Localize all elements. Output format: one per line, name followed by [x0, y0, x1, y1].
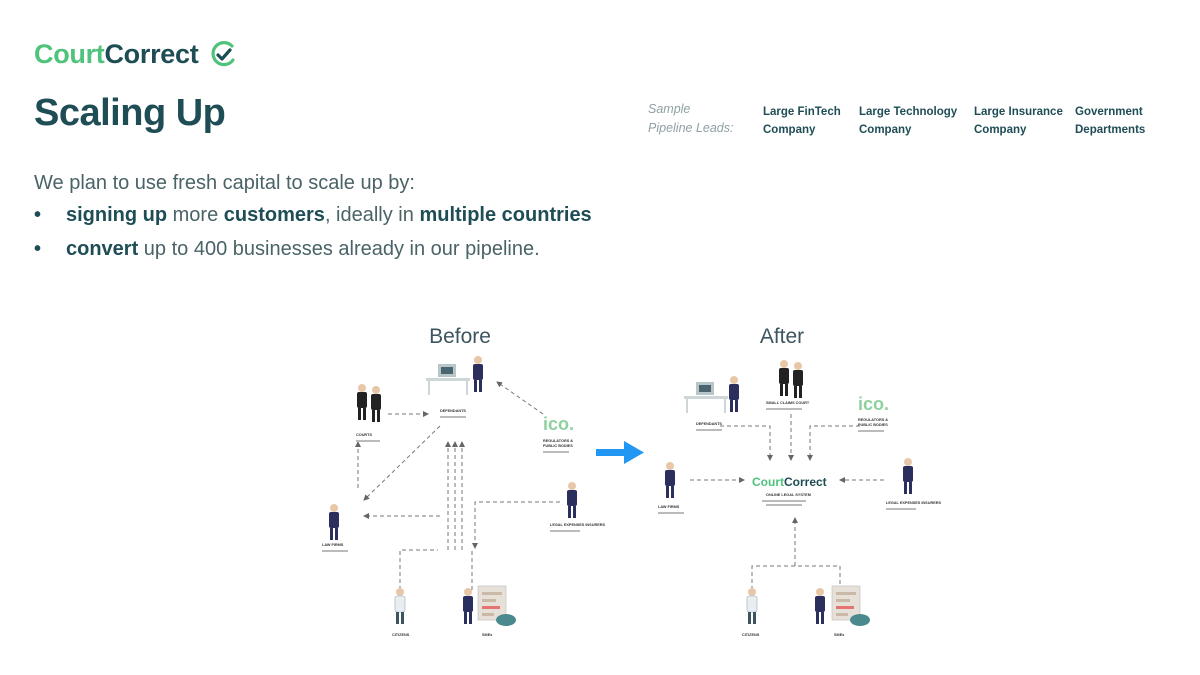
before-heading: Before [429, 325, 491, 348]
plain-text: , ideally in [324, 204, 420, 226]
bullet-list: • signing up more customers, ideally in … [34, 204, 592, 272]
before-defendants-label: DEFENDANTS [440, 409, 466, 413]
pipeline-label: Sample Pipeline Leads: [648, 100, 748, 138]
lead-line2: Departments [1075, 124, 1146, 136]
before-citizens-label: CITIZENS [392, 633, 410, 637]
bold-text: signing up [66, 204, 168, 226]
svg-text:CourtCorrect: CourtCorrect [752, 475, 827, 489]
after-arrows [690, 414, 884, 590]
pipeline-label-line1: Sample [648, 102, 691, 116]
pipeline-label-line2: Pipeline Leads: [648, 121, 734, 135]
after-online-system-label: ONLINE LEGAL SYSTEM [766, 493, 811, 497]
bullet-text: signing up more customers, ideally in mu… [66, 204, 592, 227]
pipeline-lead-insurance: Large Insurance Company [974, 103, 1063, 139]
after-ico-logo: ico. [858, 394, 889, 414]
before-regulators-label: REGULATORS & [543, 439, 573, 443]
after-public-bodies-label: PUBLIC BODIES [858, 423, 888, 427]
pipeline-lead-technology: Large Technology Company [859, 103, 957, 139]
pipeline-lead-fintech: Large FinTech Company [763, 103, 841, 139]
lead-line1: Large FinTech [763, 106, 841, 118]
bullet-text: convert up to 400 businesses already in … [66, 238, 540, 261]
before-after-diagram: Before After COURTS DEFENDANTS ico. REGU… [322, 325, 941, 637]
lead-line1: Large Technology [859, 106, 958, 118]
logo-text-court: Court [34, 38, 105, 69]
after-regulators-label: REGULATORS & [858, 418, 888, 422]
center-brand-correct: Correct [784, 475, 827, 489]
before-courts-label: COURTS [356, 433, 372, 437]
after-legal-expenses-label: LEGAL EXPENSES INSURERS [886, 501, 941, 505]
after-smes-label: SMEs [834, 633, 844, 637]
after-citizens-label: CITIZENS [742, 633, 760, 637]
lead-line1: Government [1075, 106, 1143, 118]
lead-line2: Company [763, 124, 816, 136]
bold-text: multiple countries [419, 204, 592, 226]
after-court-correct-node: CourtCorrect ONLINE LEGAL SYSTEM [752, 475, 827, 506]
before-legal-expenses-label: LEGAL EXPENSES INSURERS [550, 523, 605, 527]
logo-text-correct: Correct [104, 38, 199, 69]
lead-line2: Company [974, 124, 1027, 136]
plain-text: more [167, 204, 224, 226]
page-title: Scaling Up [34, 92, 226, 134]
bullet-item: • convert up to 400 businesses already i… [34, 238, 592, 261]
bold-text: customers [223, 204, 325, 226]
before-smes-label: SMEs [482, 633, 492, 637]
intro-text: We plan to use fresh capital to scale up… [34, 172, 415, 194]
transition-arrow [596, 441, 644, 464]
after-heading: After [760, 325, 804, 348]
before-ico-logo: ico. [543, 414, 574, 434]
after-law-firms-label: LAW FIRMS [658, 505, 680, 509]
before-law-firms-label: LAW FIRMS [322, 543, 344, 547]
center-brand-court: Court [752, 475, 784, 489]
bullet-dot: • [34, 238, 42, 260]
bullet-dot: • [34, 204, 42, 226]
after-defendants-label: DEFENDANTS [696, 422, 722, 426]
after-small-claims-label: SMALL CLAIMS COURT [766, 401, 810, 405]
bold-text: convert [66, 238, 139, 260]
before-public-bodies-label: PUBLIC BODIES [543, 444, 573, 448]
lead-line2: Company [859, 124, 912, 136]
before-arrows [355, 381, 560, 590]
pipeline-lead-government: Government Departments [1075, 103, 1145, 139]
plain-text: up to 400 businesses already in our pipe… [138, 238, 540, 260]
logo-check-icon [211, 41, 236, 67]
lead-line1: Large Insurance [974, 106, 1063, 118]
bullet-item: • signing up more customers, ideally in … [34, 204, 592, 227]
